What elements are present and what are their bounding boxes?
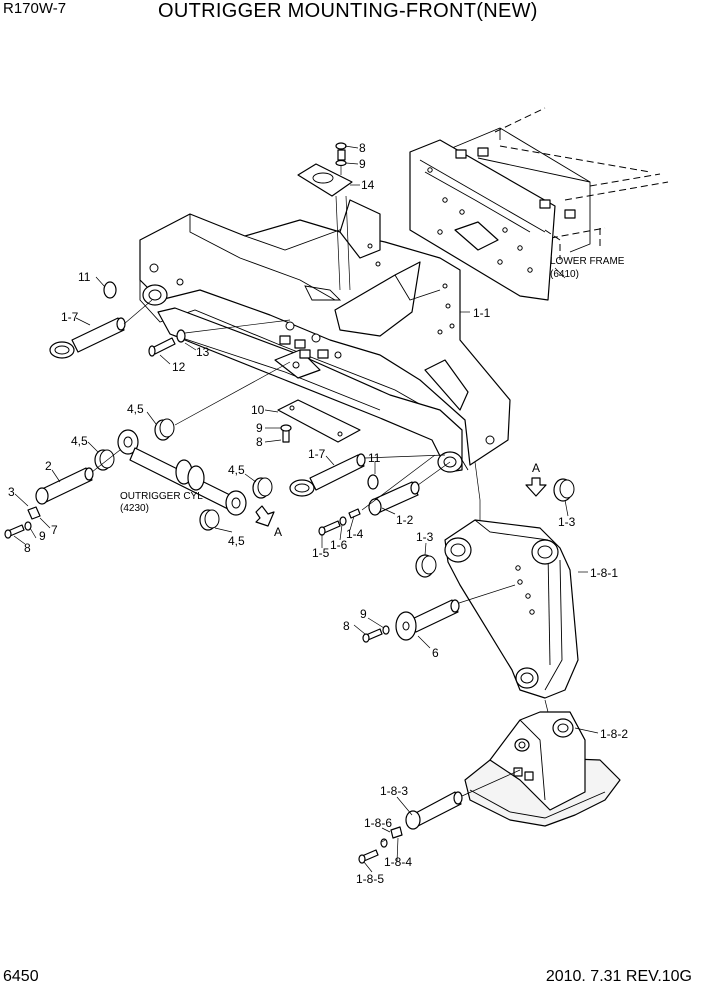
callout-4-5: 4,5: [127, 402, 144, 416]
callout-1-8-5: 1-8-5: [356, 872, 384, 886]
callout-1-6: 1-6: [330, 538, 348, 552]
callout-9: 9: [359, 157, 366, 171]
callout-13: 13: [196, 345, 210, 359]
lower-frame-outline: [451, 107, 669, 253]
callout-8-low: 8: [343, 619, 350, 633]
callout-8-mid: 8: [256, 435, 263, 449]
callout-leaders: [13, 145, 599, 873]
callout-1-3: 1-3: [416, 530, 434, 544]
callout-4-5: 4,5: [228, 534, 245, 548]
callout-8-left: 8: [24, 541, 31, 555]
pin-1-7-mid: [289, 453, 446, 497]
callout-1-7: 1-7: [61, 310, 79, 324]
callout-9-left: 9: [39, 529, 46, 543]
callout-labels: 8 9 14 11 1-7 13 12 1-1 10 9 8 4,5 4,5 4…: [8, 141, 628, 886]
callout-1-8-1: 1-8-1: [590, 566, 618, 580]
callout-1-2: 1-2: [396, 513, 414, 527]
outrigger-cyl-ref: (4230): [120, 503, 149, 514]
view-a-label: A: [274, 525, 282, 539]
callout-12: 12: [172, 360, 186, 374]
callout-9-mid: 9: [256, 421, 263, 435]
callout-6: 6: [432, 646, 439, 660]
callout-8: 8: [359, 141, 366, 155]
callout-7: 7: [51, 523, 58, 537]
pin-1-8-3: [358, 769, 521, 864]
revision-date: 2010. 7.31 REV.10G: [545, 968, 692, 985]
callout-10: 10: [251, 403, 265, 417]
callout-1-7-mid: 1-7: [308, 447, 326, 461]
callout-1-1: 1-1: [473, 306, 491, 320]
callout-1-5: 1-5: [312, 546, 330, 560]
page-number: 6450: [3, 968, 39, 985]
callout-1-8-4: 1-8-4: [384, 855, 412, 869]
cover-plate-10: [277, 399, 361, 443]
model-code: R170W-7: [3, 0, 67, 17]
seal-rings-4-5: [94, 361, 291, 531]
outrigger-arm-1-8-1: [444, 461, 579, 699]
callout-2: 2: [45, 459, 52, 473]
callout-1-3: 1-3: [558, 515, 576, 529]
pin-6: [362, 584, 516, 643]
callout-1-4: 1-4: [346, 527, 364, 541]
page-title: OUTRIGGER MOUNTING-FRONT(NEW): [158, 0, 538, 22]
outrigger-cylinder: [117, 429, 247, 516]
callout-11: 11: [78, 270, 91, 284]
callout-1-8-3: 1-8-3: [380, 784, 408, 798]
lower-frame-label: LOWER FRAME: [550, 256, 625, 267]
seal-rings-1-3: [415, 478, 575, 578]
bolt-set-1-4-1-6-1-5: [318, 454, 436, 536]
diagram-notes: LOWER FRAME (6410) OUTRIGGER CYL (4230) …: [120, 256, 625, 539]
bolt-12-washer-13: [148, 319, 291, 357]
view-arrows: [255, 477, 547, 527]
callout-11-mid: 11: [368, 451, 381, 465]
pin-2-left: [4, 449, 121, 539]
outrigger-frame-1-1: [139, 199, 511, 473]
callout-4-5: 4,5: [228, 463, 245, 477]
frame-mounting-plate: [409, 139, 576, 301]
outrigger-cyl-label: OUTRIGGER CYL: [120, 491, 203, 502]
callout-3: 3: [8, 485, 15, 499]
float-pad-1-8-2: [464, 699, 621, 827]
callout-9-low: 9: [360, 607, 367, 621]
callout-1-8-6: 1-8-6: [364, 816, 392, 830]
callout-4-5: 4,5: [71, 434, 88, 448]
view-a-label: A: [532, 461, 540, 475]
lower-frame-ref: (6410): [550, 269, 579, 280]
pin-1-2: [367, 461, 451, 516]
callout-1-8-2: 1-8-2: [600, 727, 628, 741]
callout-14: 14: [361, 178, 375, 192]
pin-1-7-left: [49, 281, 153, 359]
